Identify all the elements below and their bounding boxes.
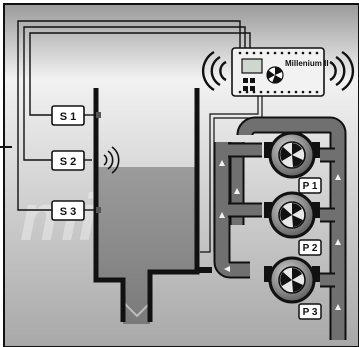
sensor-probe <box>96 207 101 213</box>
controller-name: Millenium II <box>285 59 329 68</box>
flow-arrow-icons <box>219 160 341 310</box>
pump-3[interactable] <box>264 256 320 304</box>
drain-arrow-icon <box>124 303 150 318</box>
pump-fan-icon <box>280 268 303 292</box>
pump-label-text: P 1 <box>303 181 318 192</box>
wireless-signal-icon <box>103 146 120 174</box>
wireless-signal-icon-left <box>201 50 227 92</box>
sensor-label: S 1 <box>60 111 77 123</box>
pump-2[interactable] <box>264 191 320 239</box>
pump-1[interactable] <box>264 131 320 179</box>
pump-label-2: P 2 <box>298 239 322 256</box>
pump-label-3: P 3 <box>298 303 322 320</box>
pump-label-1: P 1 <box>298 177 322 194</box>
controller-display <box>241 58 263 74</box>
sensor-label: S 2 <box>60 156 77 168</box>
sensor-wiring <box>17 20 251 211</box>
millenium-controller[interactable]: Millenium II <box>201 47 355 97</box>
controller-fan-icon <box>266 66 284 84</box>
sensor-probe <box>96 112 101 118</box>
tank <box>93 88 200 324</box>
terminal-strip-bottom <box>238 90 319 94</box>
pump-fan-icon <box>280 143 303 167</box>
sensor-1[interactable]: S 1 <box>51 105 101 126</box>
pump-label-text: P 3 <box>303 307 318 318</box>
sensor-2[interactable]: S 2 <box>51 146 120 174</box>
wireless-signal-icon-right <box>329 50 355 92</box>
sensor-3[interactable]: S 3 <box>51 200 101 221</box>
sensor-label: S 3 <box>60 206 77 218</box>
pump-fan-icon <box>280 203 303 227</box>
terminal-strip-top <box>238 51 319 55</box>
pump-label-text: P 2 <box>303 243 318 254</box>
piping <box>198 116 347 340</box>
